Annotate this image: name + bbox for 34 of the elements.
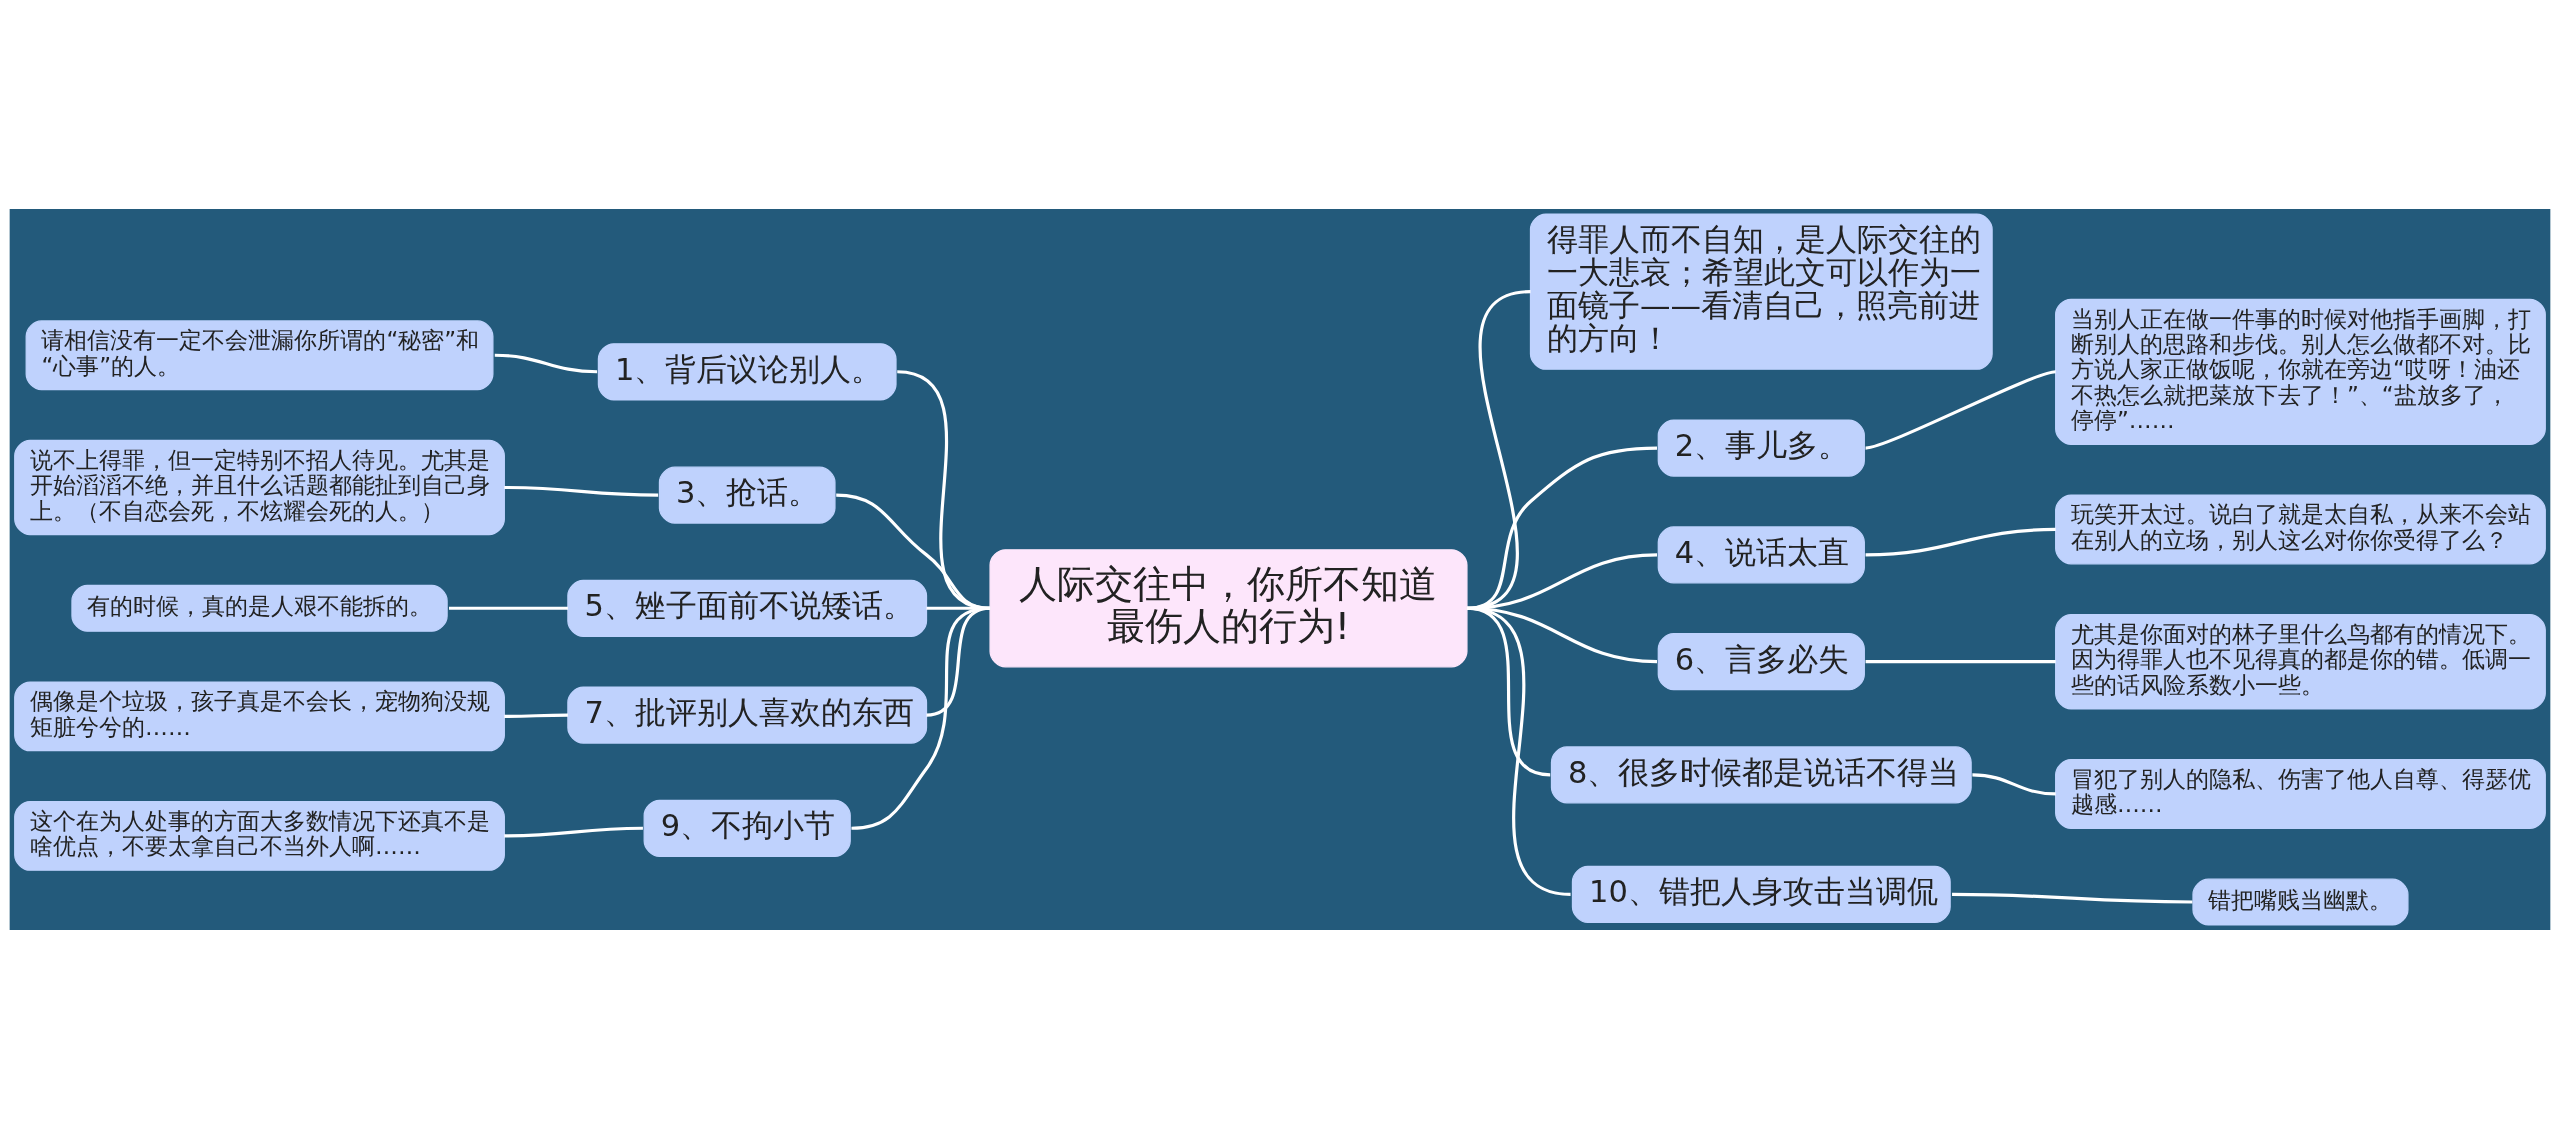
node-box: 人际交往中，你所不知道最伤人的行为! [989,549,1468,668]
node-box: 8、很多时候都是说话不得当 [1550,746,1972,804]
connector [449,606,568,610]
connector [1865,527,2056,557]
node-box: 7、批评别人喜欢的东西 [567,686,928,744]
connector [1466,606,1571,896]
node-box: 6、言多必失 [1657,633,1865,691]
connector [1952,892,2193,904]
node-box: 10、错把人身攻击当调侃 [1571,865,1951,923]
connector [504,713,568,718]
node-box: 9、不拘小节 [643,799,851,857]
node-box: 请相信没有一定不会泄漏你所谓的“秘密”和“心事”的人。 [25,320,494,391]
connector [494,353,598,374]
node-box: 这个在为人处事的方面大多数情况下还真不是啥优点，不要太拿自己不当外人啊…… [14,800,505,871]
node-box: 1、背后议论别人。 [597,343,897,401]
node-box: 5、矬子面前不说矮话。 [567,579,928,637]
node-box: 得罪人而不自知，是人际交往的一大悲哀；希望此文可以作为一面镜子——看清自己，照亮前进的方向！ [1529,213,1993,370]
node-box: 2、事儿多。 [1657,419,1865,477]
node-box: 冒犯了别人的隐私、伤害了他人自尊、得瑟优越感…… [2055,758,2546,829]
node-box: 尤其是你面对的林子里什么鸟都有的情况下。因为得罪人也不见得真的都是你的错。低调一些的话风险系数小一些。 [2055,614,2546,710]
connector [504,826,643,838]
connector [1865,370,2056,450]
connector [1972,773,2056,796]
node-box: 错把嘴贱当幽默。 [2192,878,2409,926]
connector [504,485,659,497]
node-box: 说不上得罪，但一定特别不招人待见。尤其是开始滔滔不绝，并且什么话题都能扯到自己身上。（不自恋会死，不炫耀会死的人。） [14,439,505,536]
connector [851,606,991,830]
connector [1865,660,2056,664]
node-box: 玩笑开太过。说白了就是太自私，从来不会站在别人的立场，别人这么对你你受得了么？ [2055,494,2546,565]
node-box: 3、抢话。 [658,466,836,524]
node-box: 当别人正在做一件事的时候对他指手画脚，打断别人的思路和步伐。别人怎么做都不对。比方说人家正做饭呢，你就在旁边“哎呀！油还不热怎么就把菜放下去了！”、“盐放多了，停停”…… [2055,298,2546,445]
node-box: 有的时候，真的是人艰不能拆的。 [71,584,448,632]
node-box: 4、说话太直 [1657,526,1865,584]
node-box: 偶像是个垃圾，孩子真是不会长，宠物狗没规矩脏兮兮的…… [14,681,505,752]
